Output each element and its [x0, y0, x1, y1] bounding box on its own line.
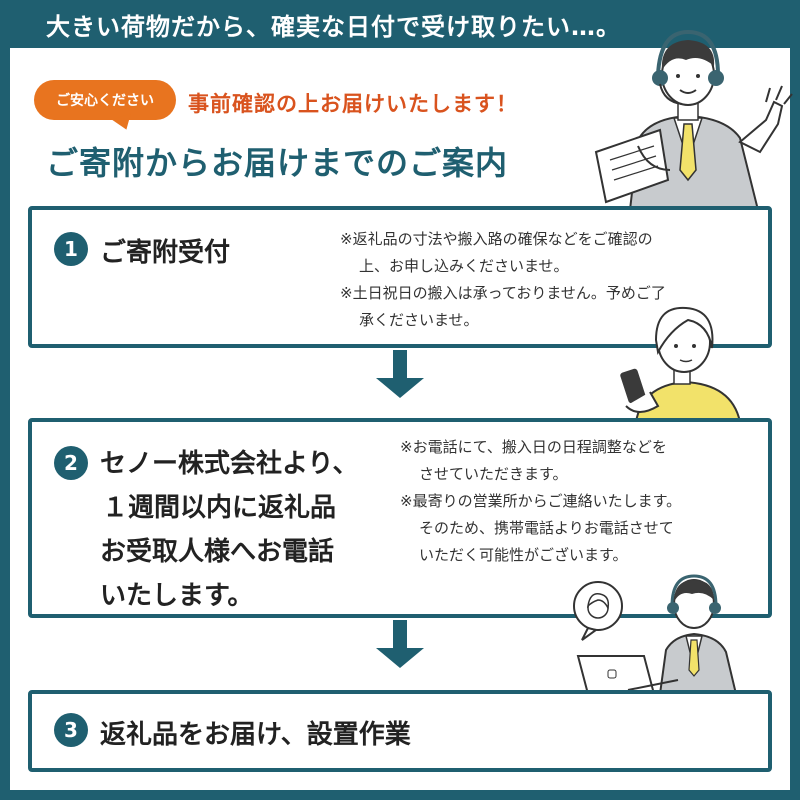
step-2-note-1-line-1: ※お電話にて、搬入日の日程調整などを — [400, 438, 667, 456]
operator-with-headset-icon — [594, 29, 793, 210]
step-2-note-2-line-2: そのため、携帯電話よりお電話させて — [419, 519, 674, 537]
step-2-title-line-3: お受取人様へお電話 — [100, 537, 335, 567]
banner-text: 大きい荷物だから、確実な日付で受け取りたい…。 — [46, 12, 621, 41]
step-2-card: 2 セノー株式会社より、 １週間以内に返礼品 お受取人様へお電話 いたします。 … — [28, 418, 772, 618]
lead-text: 事前確認の上お届けいたします！ — [188, 92, 518, 116]
reassurance-bubble: ご安心ください — [34, 80, 176, 120]
step-2-title: セノー株式会社より、 １週間以内に返礼品 お受取人様へお電話 いたします。 — [100, 442, 390, 618]
flow-arrow-2 — [376, 648, 424, 668]
step-1-note-2-line-1: ※土日祝日の搬入は承っておりません。予めご了 — [340, 284, 666, 302]
step-1-note-1-line-1: ※返礼品の寸法や搬入路の確保などをご確認の — [340, 230, 653, 248]
flow-arrow-2-stem — [393, 620, 407, 650]
step-1-note-2-line-2: 承くださいませ。 — [359, 311, 479, 329]
top-banner: 大きい荷物だから、確実な日付で受け取りたい…。 — [0, 0, 800, 48]
step-3-title: 返礼品をお届け、設置作業 — [100, 720, 411, 750]
step-number-1: 1 — [54, 232, 88, 266]
step-2-title-line-2: １週間以内に返礼品 — [102, 493, 337, 523]
step-2-title-line-1: セノー株式会社より、 — [100, 449, 359, 479]
page-title: ご寄附からお届けまでのご案内 — [46, 144, 509, 182]
step-2-note-1-line-2: させていただきます。 — [419, 465, 568, 483]
step-2-title-line-4: いたします。 — [100, 581, 254, 611]
step-2-note-2-line-1: ※最寄りの営業所からご連絡いたします。 — [400, 492, 682, 510]
step-2-note-2-line-3: いただく可能性がございます。 — [419, 546, 628, 564]
woman-on-phone-icon — [620, 306, 742, 422]
operator-at-laptop-icon — [573, 574, 738, 694]
step-1-notes: ※返礼品の寸法や搬入路の確保などをご確認の 上、お申し込みくださいませ。 ※土日… — [340, 226, 666, 334]
flow-arrow-1-stem — [393, 350, 407, 380]
step-1-card: 1 ご寄附受付 ※返礼品の寸法や搬入路の確保などをご確認の 上、お申し込みくださ… — [28, 206, 772, 348]
bubble-text: ご安心ください — [56, 93, 154, 109]
step-number-2: 2 — [54, 446, 88, 480]
step-2-notes: ※お電話にて、搬入日の日程調整などを させていただきます。 ※最寄りの営業所から… — [400, 434, 681, 569]
step-number-3: 3 — [54, 713, 88, 747]
flow-arrow-1 — [376, 378, 424, 398]
step-1-title: ご寄附受付 — [100, 238, 231, 268]
step-1-note-1-line-2: 上、お申し込みくださいませ。 — [359, 257, 569, 275]
step-3-card: 3 返礼品をお届け、設置作業 — [28, 690, 772, 772]
